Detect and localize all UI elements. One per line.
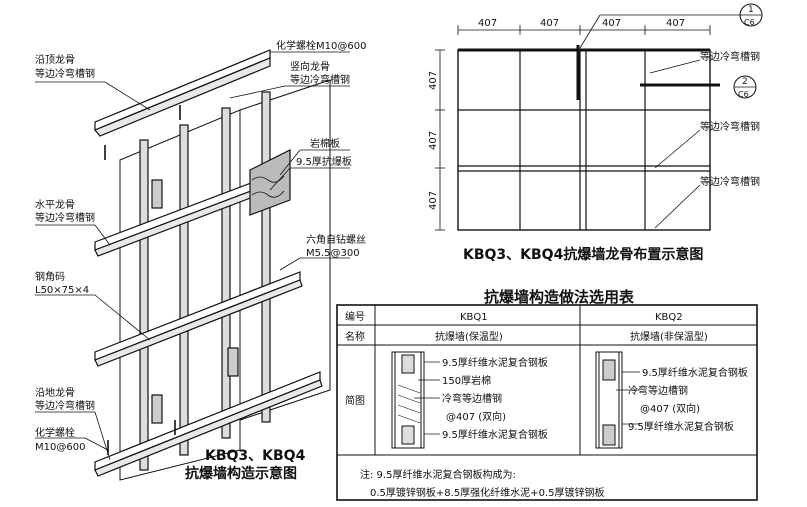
label-chem-bolt-bottom-1: 化学螺栓 [35, 426, 75, 439]
dim-top-1: 407 [478, 18, 497, 29]
layout-label-2: 等边冷弯槽钢 [700, 120, 760, 133]
label-board: 9.5厚抗爆板 [296, 155, 352, 168]
angle-steel [151, 179, 239, 424]
top-keel [94, 49, 271, 137]
kbq1-layer-5: 9.5厚纤维水泥复合钢板 [442, 428, 548, 441]
callout-1-number: 1 [748, 5, 754, 15]
layout-caption: KBQ3、KBQ4抗爆墙龙骨布置示意图 [463, 247, 704, 263]
callout-2-sheet: C6 [738, 90, 749, 99]
dim-side-1: 407 [428, 71, 439, 90]
kbq2-section-sketch [595, 351, 640, 449]
kbq1-layer-2: 150厚岩棉 [442, 374, 491, 387]
dim-top-4: 407 [666, 18, 685, 29]
kbq2-layer-1: 9.5厚纤维水泥复合钢板 [642, 366, 748, 379]
callout-2-number: 2 [742, 77, 748, 87]
kbq1-layer-4: @407 (双向) [446, 410, 506, 423]
rock-wool-patch [249, 149, 291, 216]
iso-caption-line-2: 抗爆墙构造示意图 [185, 466, 297, 482]
kbq2-layer-2: 冷弯等边槽钢 [628, 384, 688, 397]
dim-top-3: 407 [602, 18, 621, 29]
name-kbq2: 抗爆墙(非保温型) [630, 330, 708, 343]
label-chem-bolt-bottom-2: M10@600 [35, 442, 85, 453]
table-note-line-2: 0.5厚镀锌钢板+8.5厚强化纤维水泥+0.5厚镀锌钢板 [370, 488, 605, 499]
row-header-sketch: 简图 [345, 394, 365, 407]
label-vertical-keel-1: 竖向龙骨 [290, 60, 330, 73]
label-horizontal-keel-1: 水平龙骨 [35, 198, 75, 211]
label-bottom-keel-1: 沿地龙骨 [35, 386, 75, 399]
kbq1-section-sketch [391, 351, 440, 449]
label-angle-steel-1: 钢角码 [35, 270, 65, 283]
label-horizontal-keel-2: 等边冷弯槽钢 [35, 211, 95, 224]
label-rock-wool: 岩棉板 [310, 137, 340, 150]
bottom-keel [94, 371, 323, 477]
bolts [104, 105, 181, 455]
label-chem-bolt-top: 化学螺栓M10@600 [276, 39, 366, 52]
row-header-name: 名称 [345, 330, 365, 343]
callout-1-sheet: C6 [744, 18, 755, 27]
label-top-keel-2: 等边冷弯槽钢 [35, 67, 95, 80]
row-header-code: 编号 [345, 310, 365, 323]
kbq1-layer-3: 冷弯等边槽钢 [442, 392, 502, 405]
label-bottom-keel-2: 等边冷弯槽钢 [35, 399, 95, 412]
kbq2-layer-4: 9.5厚纤维水泥复合钢板 [628, 420, 734, 433]
label-screw-2: M5.5@300 [306, 248, 360, 259]
layout-label-3: 等边冷弯槽钢 [700, 175, 760, 188]
label-vertical-keel-2: 等边冷弯槽钢 [290, 73, 350, 86]
vertical-keels [139, 91, 271, 471]
code-kbq2: KBQ2 [655, 312, 683, 323]
kbq2-layer-3: @407 (双向) [640, 402, 700, 415]
label-top-keel-1: 沿顶龙骨 [35, 53, 75, 66]
layout-label-1: 等边冷弯槽钢 [700, 50, 760, 63]
table-title: 抗爆墙构造做法选用表 [484, 288, 635, 306]
dim-side-3: 407 [428, 191, 439, 210]
iso-caption-line-1: KBQ3、KBQ4 [205, 448, 306, 464]
dim-top-2: 407 [540, 18, 559, 29]
code-kbq1: KBQ1 [460, 312, 488, 323]
label-angle-steel-2: L50×75×4 [35, 285, 89, 296]
label-screw-1: 六角自钻螺丝 [306, 233, 366, 246]
table-note-line-1: 注: 9.5厚纤维水泥复合钢板构成为: [360, 470, 516, 481]
dim-side-2: 407 [428, 131, 439, 150]
kbq1-layer-1: 9.5厚纤维水泥复合钢板 [442, 356, 548, 369]
name-kbq1: 抗爆墙(保温型) [435, 330, 503, 343]
